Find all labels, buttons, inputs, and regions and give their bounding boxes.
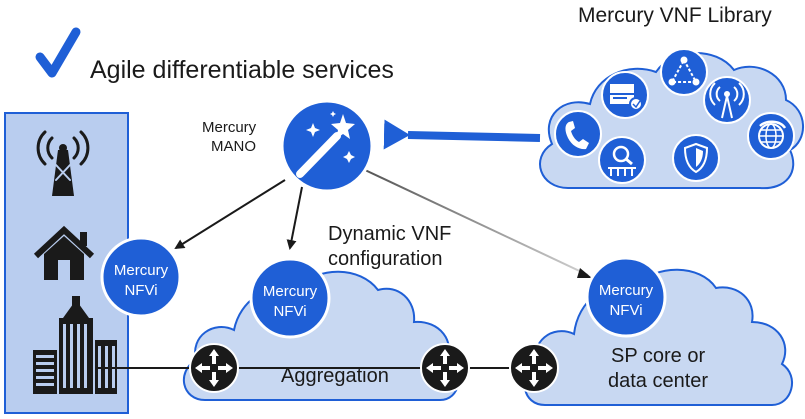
library-to-mano-arrow	[383, 119, 541, 150]
nfvi-node[interactable]: Mercury NFVi	[585, 256, 667, 338]
mano-label-line1: Mercury	[202, 119, 257, 136]
nfvi-label-line2: NFVi	[609, 302, 642, 319]
nfvi-label-line2: NFVi	[124, 282, 157, 299]
router-icon	[509, 343, 559, 393]
magic-wand-icon	[296, 111, 355, 178]
router-icon	[189, 343, 239, 393]
mano-to-nfvi3-arrowhead	[577, 268, 592, 278]
nfvi-node[interactable]: Mercury NFVi	[249, 257, 331, 339]
nfvi-label-line1: Mercury	[263, 283, 318, 300]
checkmark-icon	[35, 27, 81, 78]
nfvi-node[interactable]: Mercury NFVi	[100, 236, 182, 318]
mano-to-nfvi3-arrow	[364, 169, 589, 276]
mano-label-line2: MANO	[211, 138, 256, 155]
dynamic-label-line1: Dynamic VNF	[328, 223, 451, 245]
house-icon	[33, 225, 95, 280]
dynamic-label-line2: configuration	[328, 248, 443, 270]
antenna-icon	[703, 76, 751, 124]
server-icon	[601, 71, 649, 119]
magnifier-icon	[598, 136, 646, 184]
network-triangle-icon	[660, 48, 708, 96]
core-label-line2: data center	[608, 370, 708, 392]
headline-text: Agile differentiable services	[90, 56, 394, 84]
cell-tower-icon	[36, 130, 90, 196]
nfvi-label-line1: Mercury	[599, 282, 654, 299]
phone-icon	[554, 110, 602, 158]
core-label-line1: SP core or	[611, 345, 705, 367]
globe-icon	[747, 112, 795, 160]
mano-to-nfvi1-arrow	[174, 179, 286, 250]
shield-icon	[672, 134, 720, 182]
mano-to-nfvi2-arrow	[286, 186, 303, 250]
nfvi-label-line1: Mercury	[114, 262, 169, 279]
mano-node[interactable]	[280, 99, 374, 193]
router-icon	[420, 343, 470, 393]
aggregation-label: Aggregation	[281, 365, 389, 387]
library-title: Mercury VNF Library	[578, 4, 772, 27]
nfvi-label-line2: NFVi	[273, 303, 306, 320]
